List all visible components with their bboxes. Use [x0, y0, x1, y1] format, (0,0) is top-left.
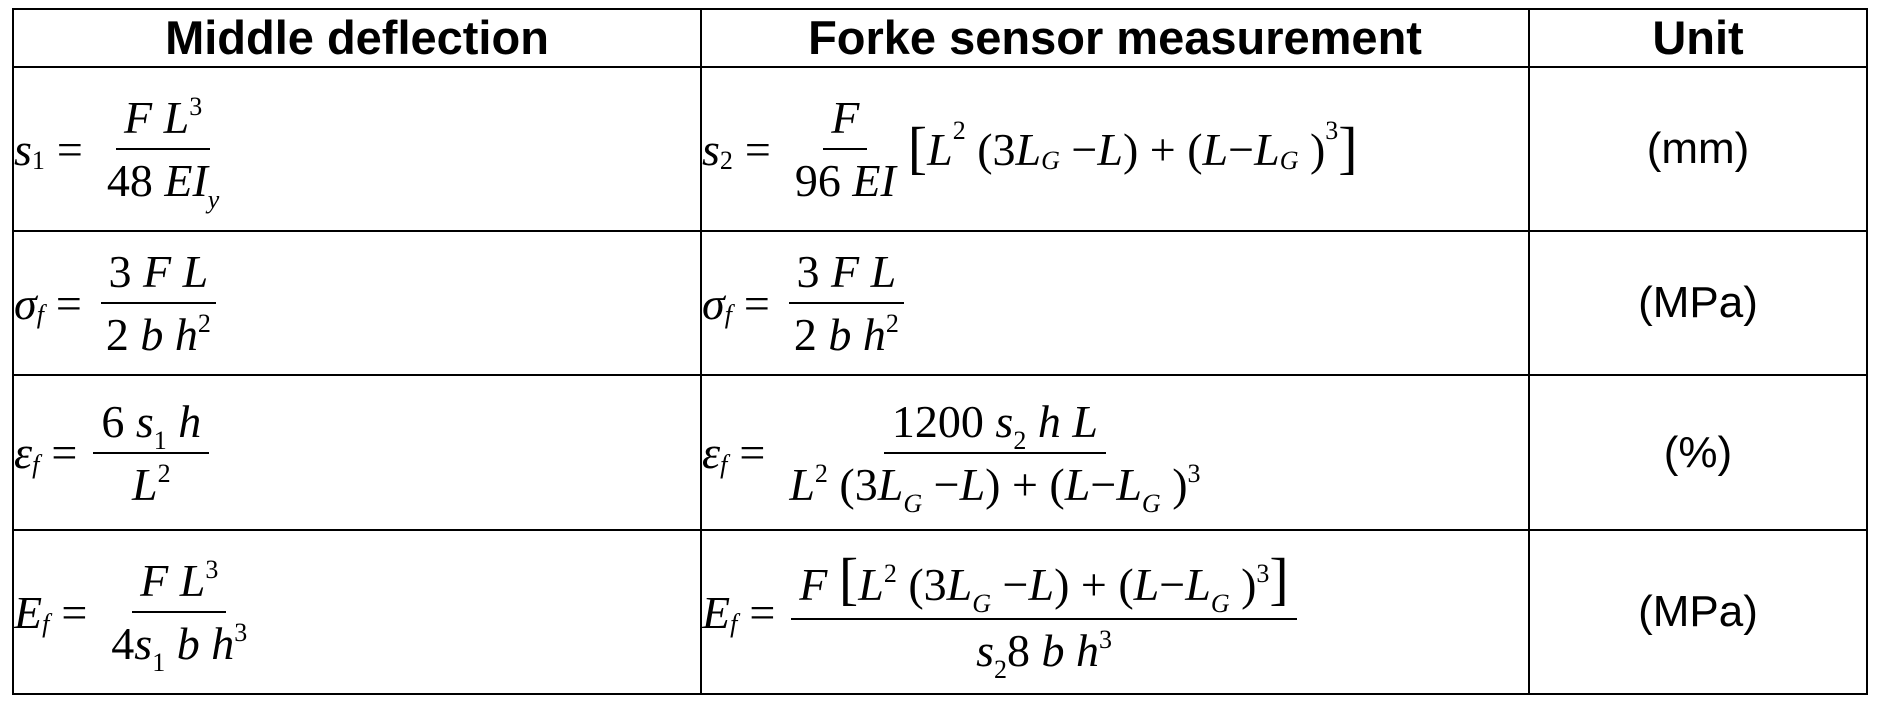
- unit-strain: (%): [1528, 374, 1868, 531]
- header-row: Middle deflection Forke sensor measureme…: [12, 8, 1868, 68]
- unit-stress: (MPa): [1528, 230, 1868, 376]
- unit-modulus: (MPa): [1528, 529, 1868, 695]
- header-unit: Unit: [1528, 8, 1868, 68]
- formula-table: Middle deflection Forke sensor measureme…: [12, 8, 1868, 695]
- header-middle-deflection: Middle deflection: [12, 8, 702, 68]
- header-forke-sensor: Forke sensor measurement: [700, 8, 1530, 68]
- unit-deflection: (mm): [1528, 66, 1868, 232]
